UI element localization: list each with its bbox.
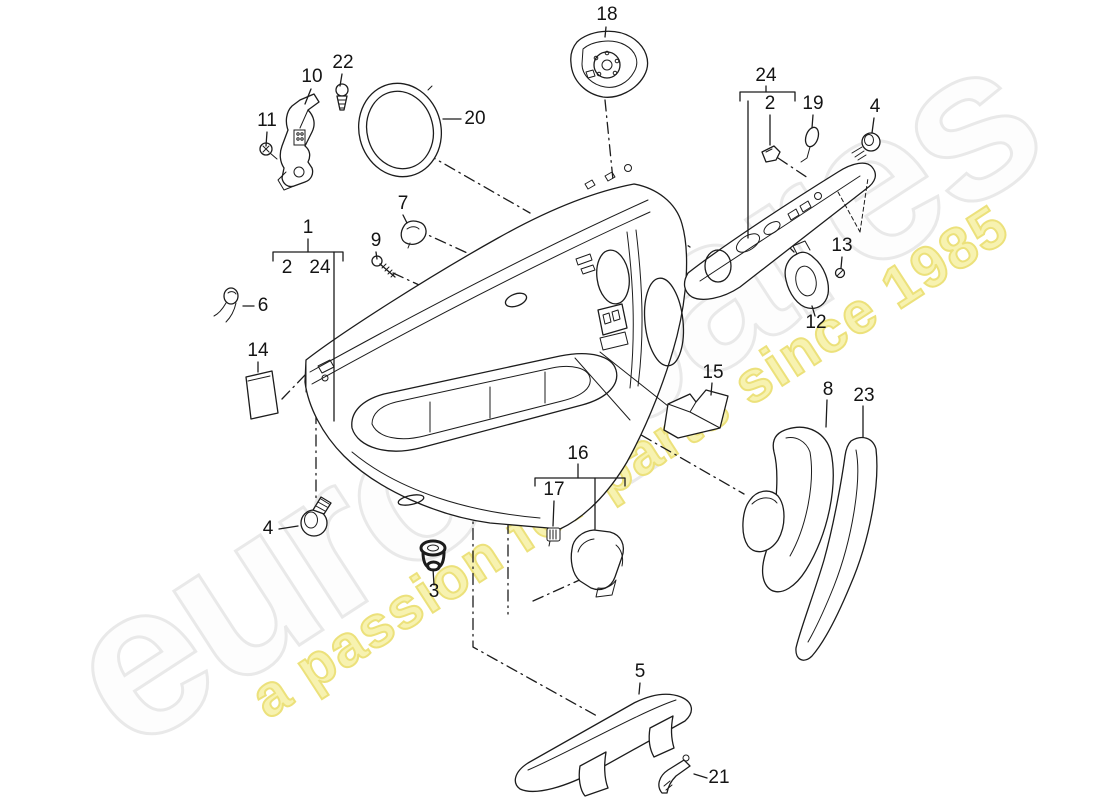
part-label-4-top: 4 bbox=[870, 96, 881, 117]
part-4-screw-top bbox=[851, 132, 881, 161]
part-label-8: 8 bbox=[823, 379, 834, 400]
part-22-push-pin bbox=[335, 83, 349, 111]
part-label-24-top: 24 bbox=[755, 65, 777, 86]
part-label-2-left: 2 bbox=[282, 257, 293, 278]
part-19-loop-fastener bbox=[800, 126, 820, 163]
part-6-spring-clip bbox=[213, 287, 239, 323]
part-label-10: 10 bbox=[301, 66, 322, 87]
part-13-screw bbox=[834, 267, 846, 279]
label-leader-lines bbox=[242, 26, 875, 779]
part-10-latch-mechanism bbox=[277, 93, 320, 191]
part-label-24-left: 24 bbox=[309, 257, 331, 278]
part-door-trim-panel bbox=[304, 164, 688, 530]
part-label-23: 23 bbox=[853, 385, 874, 406]
part-label-17: 17 bbox=[543, 479, 564, 500]
part-24-upper-trim-strip bbox=[683, 162, 877, 300]
part-11-screw bbox=[259, 142, 278, 160]
part-21-bracket bbox=[658, 754, 691, 794]
part-2-clip-top bbox=[761, 145, 781, 163]
part-12-handle-shell bbox=[784, 240, 830, 310]
part-label-18: 18 bbox=[596, 4, 617, 25]
part-7-clip bbox=[400, 220, 427, 249]
part-23-trim-blade bbox=[795, 436, 878, 661]
part-3-grommet bbox=[419, 539, 447, 572]
part-label-15: 15 bbox=[702, 362, 723, 383]
part-4-screw-bottom bbox=[300, 496, 332, 537]
part-9-bolt bbox=[371, 255, 396, 278]
part-17-clip bbox=[546, 527, 561, 547]
part-15-pocket-bracket bbox=[663, 389, 729, 439]
part-label-19: 19 bbox=[802, 93, 823, 114]
part-label-4-bottom: 4 bbox=[263, 518, 274, 539]
part-label-13: 13 bbox=[831, 235, 852, 256]
part-label-5: 5 bbox=[635, 661, 646, 682]
part-label-16: 16 bbox=[567, 443, 588, 464]
part-16-pull-handle-cup bbox=[570, 529, 625, 598]
part-label-1: 1 bbox=[303, 217, 314, 238]
part-14-cover-plate bbox=[245, 370, 279, 420]
part-label-12: 12 bbox=[805, 312, 826, 333]
part-20-speaker-ring bbox=[357, 82, 443, 178]
part-label-6: 6 bbox=[258, 295, 269, 316]
part-label-20: 20 bbox=[464, 108, 485, 129]
part-label-7: 7 bbox=[398, 193, 409, 214]
part-label-2-top: 2 bbox=[765, 93, 776, 114]
part-number-labels: 18 10 22 11 20 24 2 19 4 1 2 24 7 9 6 14… bbox=[247, 4, 880, 788]
part-label-14: 14 bbox=[247, 340, 269, 361]
part-8-armrest-grip bbox=[742, 426, 834, 593]
part-label-3: 3 bbox=[429, 581, 440, 602]
part-5-sill-strip bbox=[514, 693, 692, 797]
part-label-9: 9 bbox=[371, 230, 382, 251]
part-label-11: 11 bbox=[257, 110, 277, 131]
part-label-22: 22 bbox=[332, 52, 353, 73]
part-label-21: 21 bbox=[708, 767, 729, 788]
part-18-triangle-cover bbox=[570, 30, 649, 98]
